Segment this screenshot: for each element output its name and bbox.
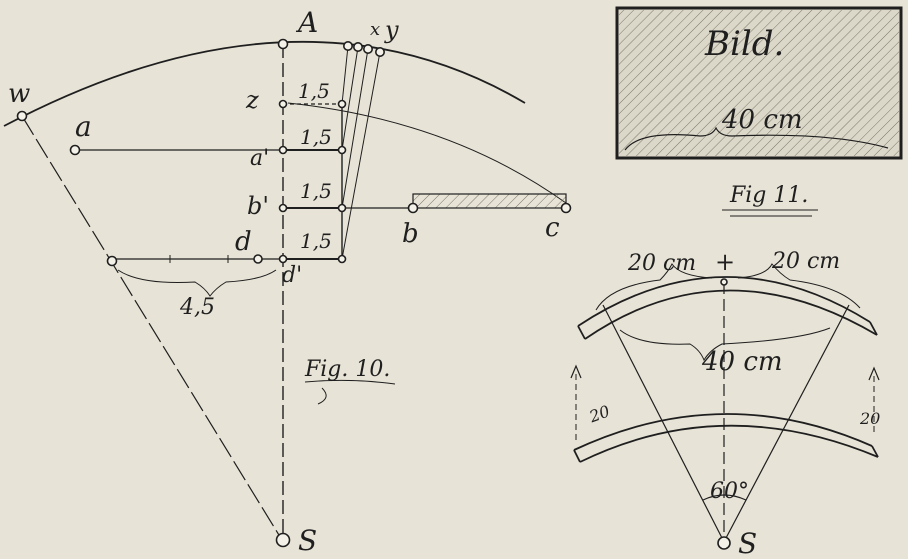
fig10-point-d-right bbox=[337, 254, 347, 264]
fig11-label-S: S bbox=[738, 527, 757, 555]
fig10-measure-wd: 4,5 bbox=[179, 295, 215, 320]
fig10-point-b-right bbox=[337, 203, 347, 213]
fig10-hatched-bar bbox=[412, 193, 567, 209]
fig11-lower-band-right-end bbox=[871, 445, 879, 458]
fig10-point-c bbox=[560, 202, 572, 214]
fig11-label-plus: + bbox=[715, 248, 735, 276]
fig11-caption: Fig 11. bbox=[729, 183, 808, 208]
fig11-lower-band-outer bbox=[573, 413, 873, 451]
fig10-point-x3 bbox=[362, 43, 373, 54]
fig11-upper-band-left-end bbox=[577, 325, 586, 340]
fig10-measure-a: 1,5 bbox=[300, 125, 332, 149]
fig10-point-a bbox=[69, 144, 81, 156]
fig10-line-w-S bbox=[21, 115, 283, 541]
fig10-slant-3 bbox=[341, 48, 369, 209]
fig10-measure-b: 1,5 bbox=[300, 179, 332, 203]
fig11-lower-band-left-end bbox=[573, 449, 581, 463]
fig10-point-b-prime bbox=[278, 203, 288, 213]
bild-hatch bbox=[619, 10, 899, 156]
fig10-label-d: d bbox=[235, 227, 252, 257]
fig10-point-A bbox=[277, 38, 289, 50]
fig11-group: Fig 11. 20 cm + 20 c bbox=[570, 183, 880, 559]
fig10-label-w: w bbox=[8, 79, 30, 109]
fig10-label-z: z bbox=[245, 86, 259, 114]
fig10-caption-underline bbox=[304, 379, 396, 385]
fig10-slant-2 bbox=[341, 46, 359, 151]
fig11-label-top-right: 20 cm bbox=[771, 249, 840, 274]
fig11-point-S bbox=[717, 536, 731, 550]
bild-brace bbox=[624, 126, 889, 151]
fig11-arrow-right-head bbox=[868, 366, 880, 381]
bild-title: Bild. bbox=[704, 24, 784, 64]
fig10-point-w bbox=[16, 110, 28, 122]
fig10-point-b bbox=[407, 202, 419, 214]
fig10-label-d-prime: d' bbox=[282, 263, 302, 288]
fig10-label-c: c bbox=[545, 213, 560, 243]
fig10-point-a-right bbox=[337, 145, 347, 155]
fig10-inner-arc bbox=[287, 102, 567, 204]
fig11-label-thick-left: 20 bbox=[586, 401, 613, 426]
fig11-ray-right bbox=[725, 304, 850, 539]
fig11-angle-arc bbox=[702, 494, 747, 501]
fig10-measure-z: 1,5 bbox=[298, 79, 330, 103]
fig10-point-y bbox=[374, 46, 385, 57]
fig10-caption: Fig. 10. bbox=[304, 357, 390, 382]
fig10-measure-d: 1,5 bbox=[300, 229, 332, 253]
fig10-label-x: x bbox=[370, 19, 380, 40]
fig11-brace-middle bbox=[619, 327, 831, 362]
fig11-top-point bbox=[720, 278, 728, 286]
fig10-label-b: b bbox=[402, 219, 419, 249]
fig10-point-d-left bbox=[106, 255, 118, 267]
fig11-upper-band-outer bbox=[577, 276, 871, 327]
fig11-upper-band-right-end bbox=[869, 321, 878, 336]
fig11-label-top-left: 20 cm bbox=[627, 251, 696, 276]
fig11-upper-band-inner bbox=[584, 289, 878, 340]
fig10-point-x1 bbox=[342, 40, 353, 51]
fig10-caption-swash bbox=[317, 387, 327, 405]
fig10-label-y: y bbox=[384, 16, 399, 44]
fig10-point-z-right bbox=[337, 99, 347, 109]
fig11-label-thick-right: 20 bbox=[859, 409, 880, 428]
fig11-arrow-left-head bbox=[570, 364, 582, 379]
fig10-label-A: A bbox=[295, 6, 318, 39]
bild-width: 40 cm bbox=[721, 105, 803, 135]
bild-box: Bild. 40 cm bbox=[615, 6, 903, 160]
fig11-label-angle: 60° bbox=[710, 479, 749, 504]
fig11-brace-left bbox=[595, 263, 713, 311]
fig10-label-S: S bbox=[298, 524, 317, 555]
fig10-point-S bbox=[275, 532, 291, 548]
fig11-lower-band-inner bbox=[579, 424, 879, 463]
fig10-label-b-prime: b' bbox=[247, 192, 269, 220]
fig10-label-a: a bbox=[75, 110, 92, 143]
fig10-label-a-prime: a' bbox=[250, 146, 269, 171]
fig10-point-d bbox=[253, 254, 263, 264]
fig10-point-x2 bbox=[352, 41, 363, 52]
fig10-point-d-prime bbox=[278, 254, 288, 264]
fig10-point-a-prime bbox=[278, 145, 288, 155]
fig10-point-z bbox=[278, 99, 288, 109]
fig10-group: A x y w z a a' b' b c d d' S 1,5 1,5 1,5… bbox=[3, 6, 572, 557]
fig10-slant-1 bbox=[341, 45, 349, 105]
fig11-ray-left bbox=[602, 304, 723, 539]
fig11-brace-right bbox=[737, 263, 861, 309]
fig10-brace bbox=[117, 269, 277, 297]
fig10-slant-4 bbox=[341, 51, 381, 260]
fig11-label-middle: 40 cm bbox=[701, 347, 783, 377]
